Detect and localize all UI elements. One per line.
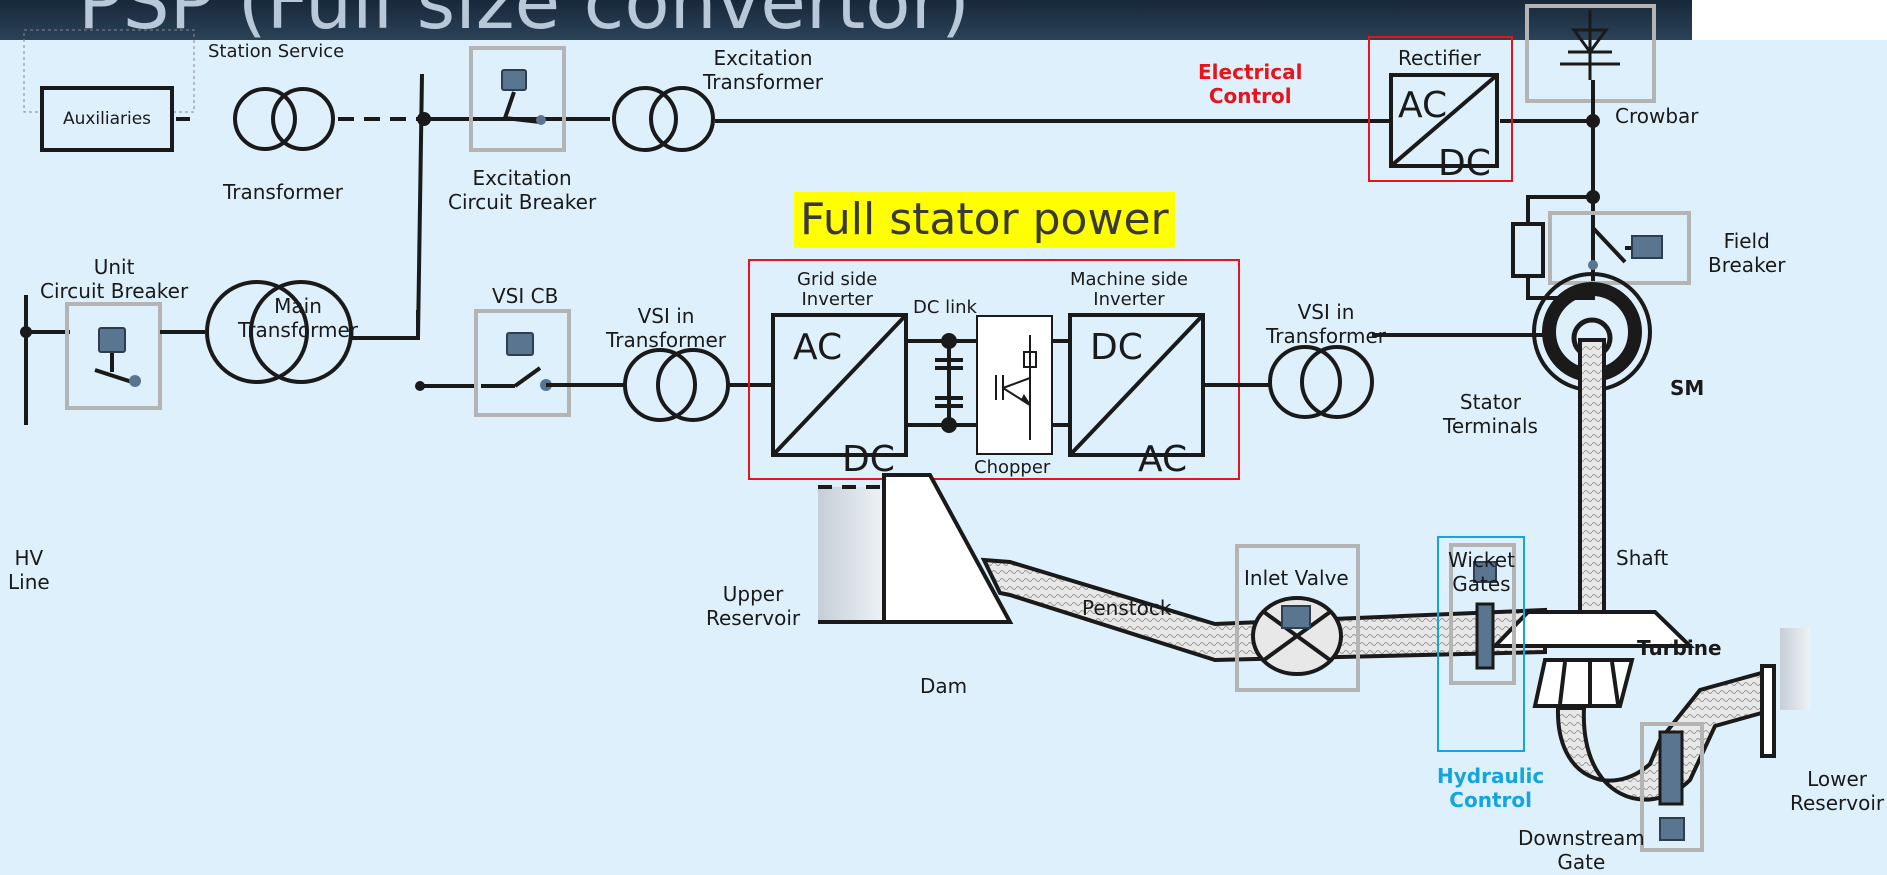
vsi-transformer-left — [623, 348, 773, 422]
dc-link-label: DC link — [913, 297, 977, 318]
rectifier-ac-text: AC — [1398, 85, 1448, 126]
rectifier-dc-text: DC — [1438, 143, 1491, 184]
converter-outline — [748, 259, 1240, 480]
station-service-line — [176, 73, 1593, 338]
main-transformer-symbol — [160, 280, 420, 384]
full-stator-power-highlight: Full stator power — [794, 192, 1175, 248]
turbine-symbol — [1490, 610, 1767, 802]
shaft-label: Shaft — [1616, 546, 1669, 570]
dam-label: Dam — [920, 674, 968, 698]
sm-label: SM — [1670, 376, 1705, 400]
chopper-label: Chopper — [974, 457, 1051, 478]
wicket-gates-symbol — [1449, 543, 1516, 685]
vsi-cb-symbol — [415, 309, 625, 417]
logo-area — [1692, 0, 1887, 40]
inlet-valve-symbol — [1235, 544, 1360, 692]
grid-dc-text: DC — [842, 439, 895, 480]
page-title: PSP (Full size convertor) — [78, 0, 970, 40]
station-service-label: Station Service — [208, 41, 345, 62]
penstock-label: Penstock — [1082, 596, 1172, 620]
upper-reservoir — [818, 487, 884, 622]
shaft — [1578, 338, 1606, 614]
machine-dc-text: DC — [1090, 327, 1143, 368]
title-banner: PSP (Full size convertor) — [0, 0, 1692, 40]
crowbar-label: Crowbar — [1615, 104, 1699, 128]
grid-side-inverter — [771, 313, 908, 457]
hydraulic-control-box — [1437, 536, 1525, 752]
auxiliaries-label: Auxiliaries — [62, 109, 152, 129]
field-bus — [1511, 80, 1600, 300]
crowbar-symbol — [1525, 4, 1656, 103]
auxiliaries-box: Auxiliaries — [40, 86, 174, 152]
electrical-control-box — [1368, 36, 1513, 182]
penstock — [980, 557, 1547, 663]
vsi-cb-label: VSI CB — [492, 284, 559, 308]
machine-side-inverter — [1068, 313, 1270, 457]
dam — [882, 473, 1014, 624]
lower-reservoir — [1780, 628, 1810, 710]
unit-cb-symbol — [65, 302, 162, 410]
transformer-label: Transformer — [223, 180, 344, 204]
field-breaker-symbol — [1548, 211, 1691, 285]
rectifier-label: Rectifier — [1398, 46, 1481, 70]
turbine-label: Turbine — [1637, 636, 1722, 660]
chopper-symbol — [976, 315, 1053, 455]
hv-busbar — [20, 295, 70, 425]
machine-ac-text: AC — [1138, 439, 1188, 480]
downstream-gate-symbol — [1640, 722, 1704, 852]
grid-ac-text: AC — [793, 327, 843, 368]
excitation-cb-symbol — [469, 46, 566, 152]
rectifier-symbol — [1389, 73, 1499, 168]
inlet-valve-label: Inlet Valve — [1244, 566, 1349, 590]
vsi-transformer-right — [1268, 333, 1545, 419]
